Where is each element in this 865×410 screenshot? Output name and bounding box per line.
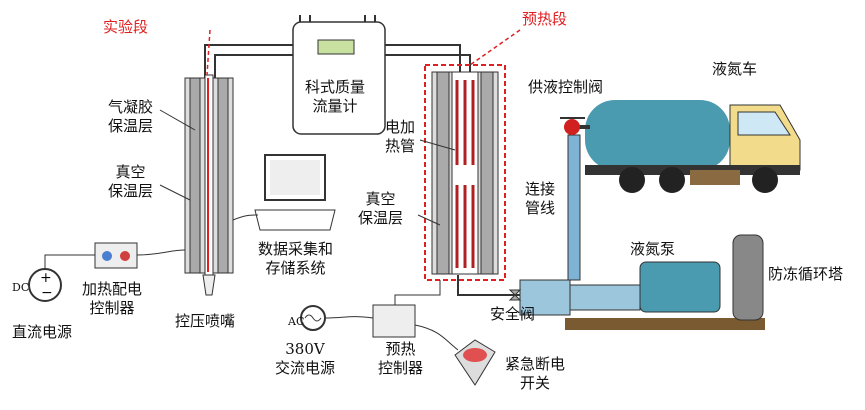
preheat-section-column — [431, 71, 499, 275]
supply-valve-icon — [564, 119, 580, 135]
test-section-label: 实验段 — [103, 18, 149, 36]
heater-tube-label: 电加 热管 — [385, 118, 416, 155]
preheat-controller-label: 预热 控制器 — [378, 340, 424, 377]
heating-controller-box — [94, 242, 138, 269]
preheat-section-label: 预热段 — [522, 10, 568, 28]
emergency-stop-button — [454, 339, 496, 386]
dc-label: DC — [12, 281, 30, 294]
supply-valve-label: 供液控制阀 — [528, 78, 604, 96]
safety-valve-label: 安全阀 — [490, 305, 536, 323]
ac-power-label: 380V 交流电源 — [275, 340, 336, 377]
connecting-pipe-label: 连接 管线 — [525, 180, 556, 217]
ac-label: AC — [288, 315, 305, 328]
antifreeze-tower-icon — [732, 234, 764, 321]
flowmeter-box — [292, 21, 386, 135]
svg-text:−: − — [41, 285, 53, 301]
pump-assembly — [519, 234, 765, 330]
svg-text:+: + — [40, 270, 52, 286]
pipelines — [204, 15, 520, 296]
safety-valve-icon — [508, 289, 522, 301]
test-section-column — [184, 74, 234, 296]
heating-controller-label: 加热配电 控制器 — [82, 280, 143, 317]
liquid-nitrogen-truck — [585, 100, 801, 193]
computer-icon — [254, 154, 336, 231]
flowmeter-label: 科式质量 流量计 — [305, 78, 366, 115]
aerogel-label: 气凝胶 保温层 — [108, 98, 154, 135]
connecting-pipe — [567, 134, 581, 281]
daq-label: 数据采集和 存储系统 — [258, 240, 334, 277]
antifreeze-tower-label: 防冻循环塔 — [768, 265, 844, 283]
emergency-switch-label: 紧急断电 开关 — [505, 355, 566, 392]
vacuum-left-label: 真空 保温层 — [108, 163, 154, 200]
pump-label: 液氮泵 — [630, 240, 676, 258]
preheat-highlight-box — [424, 64, 506, 281]
tanker-label: 液氮车 — [712, 60, 758, 78]
preheat-controller-box — [372, 304, 416, 338]
dc-power-label: 直流电源 — [12, 323, 73, 341]
vacuum-right-label: 真空 保温层 — [358, 190, 404, 227]
flowmeter-display — [317, 39, 355, 55]
nozzle-label: 控压喷嘴 — [175, 312, 236, 330]
